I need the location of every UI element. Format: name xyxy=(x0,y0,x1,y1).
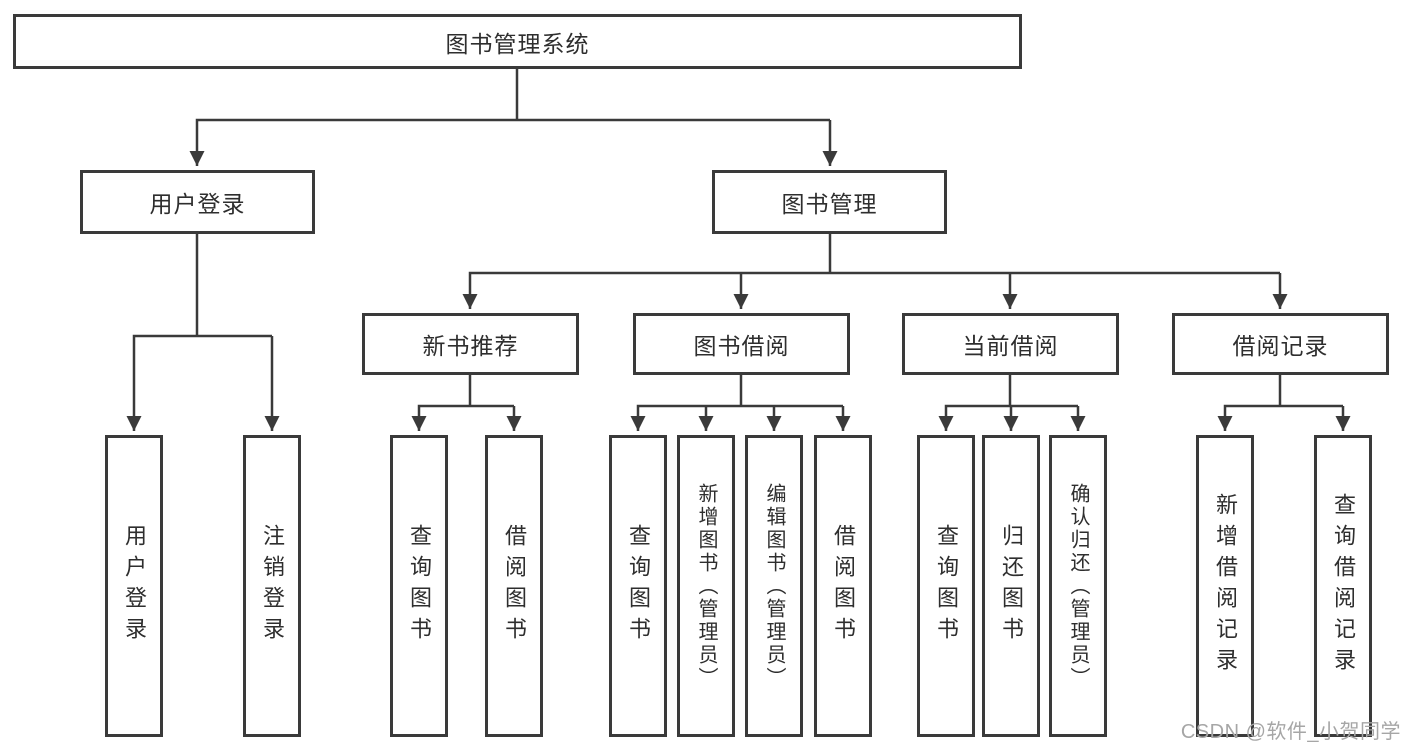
leaf-label: 归还图书 xyxy=(999,524,1024,648)
leaf-query-borrow-record: 查询借阅记录 xyxy=(1314,435,1372,737)
leaf-borrow-books-recommend: 借阅图书 xyxy=(485,435,543,737)
leaf-query-books-current: 查询图书 xyxy=(917,435,975,737)
leaf-add-book-admin: 新增图书（管理员） xyxy=(677,435,735,737)
node-label: 借阅记录 xyxy=(1232,333,1329,359)
leaf-borrow-books-borrow: 借阅图书 xyxy=(814,435,872,737)
leaf-label: 确认归还（管理员） xyxy=(1067,482,1089,690)
leaf-confirm-return-admin: 确认归还（管理员） xyxy=(1049,435,1107,737)
leaf-query-books-borrow: 查询图书 xyxy=(609,435,667,737)
leaf-add-borrow-record: 新增借阅记录 xyxy=(1196,435,1254,737)
node-label: 图书借阅 xyxy=(693,333,790,359)
leaf-label: 用户登录 xyxy=(122,524,147,648)
node-book-borrow: 图书借阅 xyxy=(633,313,850,375)
leaf-return-book: 归还图书 xyxy=(982,435,1040,737)
leaf-user-login: 用户登录 xyxy=(105,435,163,737)
leaf-label: 查询图书 xyxy=(626,524,651,648)
leaf-label: 查询图书 xyxy=(934,524,959,648)
leaf-label: 编辑图书（管理员） xyxy=(763,482,785,690)
node-label: 当前借阅 xyxy=(962,333,1059,359)
node-current-borrow: 当前借阅 xyxy=(902,313,1119,375)
node-user-login: 用户登录 xyxy=(80,170,315,234)
leaf-label: 新增借阅记录 xyxy=(1213,493,1238,679)
leaf-label: 注销登录 xyxy=(260,524,285,648)
node-label: 用户登录 xyxy=(149,191,246,217)
leaf-edit-book-admin: 编辑图书（管理员） xyxy=(745,435,803,737)
leaf-label: 借阅图书 xyxy=(502,524,527,648)
node-label: 新书推荐 xyxy=(422,333,519,359)
leaf-label: 查询借阅记录 xyxy=(1331,493,1356,679)
node-book-management: 图书管理 xyxy=(712,170,947,234)
root-node-label: 图书管理系统 xyxy=(445,30,590,57)
leaf-label: 新增图书（管理员） xyxy=(695,482,717,690)
node-borrow-records: 借阅记录 xyxy=(1172,313,1389,375)
leaf-logout: 注销登录 xyxy=(243,435,301,737)
root-node-library-system: 图书管理系统 xyxy=(13,14,1022,69)
node-new-book-recommend: 新书推荐 xyxy=(362,313,579,375)
node-label: 图书管理 xyxy=(781,191,878,217)
leaf-label: 借阅图书 xyxy=(831,524,856,648)
leaf-query-books-recommend: 查询图书 xyxy=(390,435,448,737)
leaf-label: 查询图书 xyxy=(407,524,432,648)
